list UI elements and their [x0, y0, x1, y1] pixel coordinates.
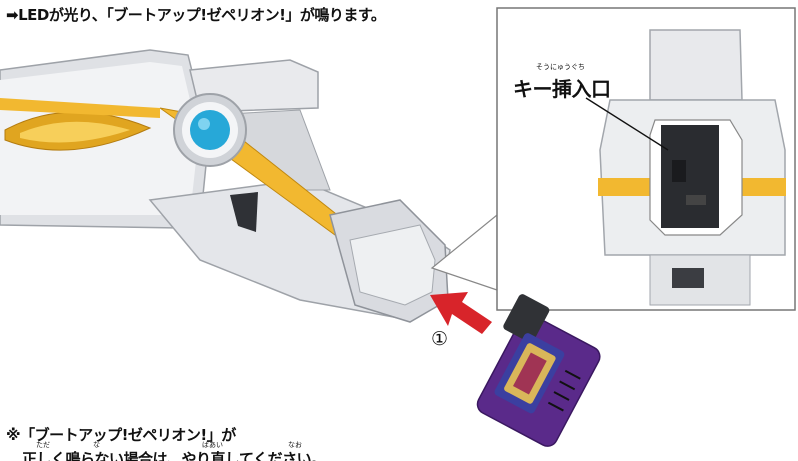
- instruction-header: ➡LEDが光り、「ブートアップ!ゼペリオン!」が鳴ります。: [6, 6, 386, 24]
- key-slot-detail: [598, 29, 786, 306]
- key-illustration: [476, 294, 601, 447]
- label-leader-line: [585, 97, 669, 151]
- device-illustration: [0, 49, 451, 323]
- insert-arrow: [430, 292, 492, 334]
- key-slot-label: キー挿入口: [513, 77, 611, 101]
- note-line-2: 正しく鳴らない場合は、やり直してください。: [22, 450, 326, 461]
- note-ruby-nao: なお: [288, 441, 302, 449]
- step-number: ①: [431, 328, 449, 350]
- note-ruby-tadashi: ただ: [36, 441, 50, 449]
- note-line-1: ※「ブートアップ!ゼペリオン!」が: [6, 426, 236, 444]
- note-ruby-na: な: [93, 441, 100, 449]
- callout-ruby: そうにゅうぐち: [536, 63, 585, 71]
- note-ruby-baai: ばあい: [202, 441, 223, 449]
